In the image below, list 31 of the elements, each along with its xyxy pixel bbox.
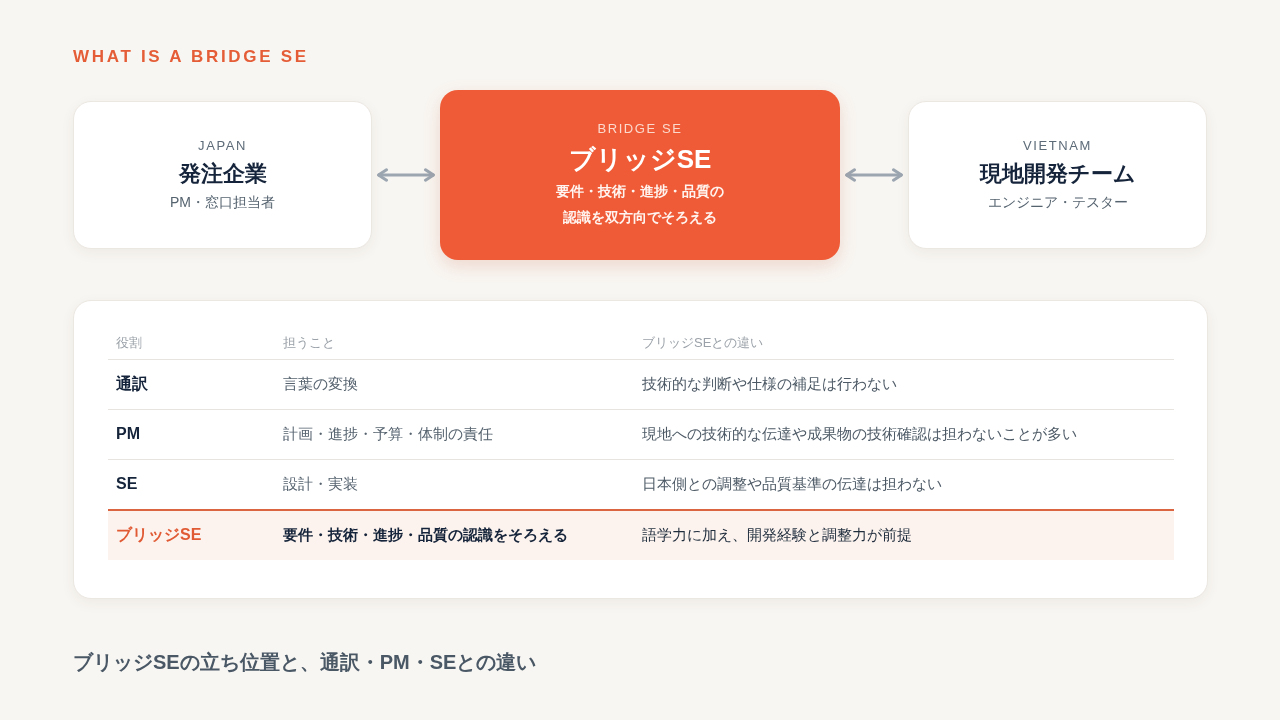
node-description: 要件・技術・進捗・品質の認識を双方向でそろえる <box>555 182 725 227</box>
double-arrow <box>845 168 903 182</box>
caption: ブリッジSEの立ち位置と、通訳・PM・SEとの違い <box>73 650 537 675</box>
row-header: ブリッジSE <box>116 525 202 545</box>
row-header: SE <box>116 474 138 494</box>
node-title: 現地開発チーム <box>979 160 1136 188</box>
row-header: 通訳 <box>116 374 148 394</box>
table-cell: 設計・実装 <box>283 474 358 494</box>
table-cell: 要件・技術・進捗・品質の認識をそろえる <box>283 525 568 545</box>
highlight-card <box>440 90 840 260</box>
category-label: VIETNAM <box>1023 137 1092 155</box>
party-card <box>908 101 1207 249</box>
node-title: 発注企業 <box>178 160 267 188</box>
node-title: ブリッジSE <box>568 143 712 176</box>
row-header: PM <box>116 424 140 444</box>
party-card <box>73 101 372 249</box>
table-cell: 語学力に加え、開発経験と調整力が前提 <box>642 525 912 545</box>
table-cell: 技術的な判断や仕様の補足は行わない <box>642 374 897 394</box>
table-cell: 言葉の変換 <box>283 374 358 394</box>
table-cell: 現地への技術的な伝達や成果物の技術確認は担わないことが多い <box>642 424 1077 444</box>
table-cell: 日本側との調整や品質基準の伝達は担わない <box>642 474 942 494</box>
column-header: 担うこと <box>283 333 335 352</box>
column-header: 役割 <box>116 333 142 352</box>
node-description: エンジニア・テスター <box>987 193 1128 212</box>
table-cell: 計画・進捗・予算・体制の責任 <box>283 424 493 444</box>
category-label: BRIDGE SE <box>597 120 683 138</box>
category-label: JAPAN <box>198 137 247 155</box>
node-description: PM・窓口担当者 <box>170 193 275 212</box>
column-header: ブリッジSEとの違い <box>642 333 764 352</box>
double-arrow <box>377 168 435 182</box>
title: WHAT IS A BRIDGE SE <box>73 47 309 67</box>
